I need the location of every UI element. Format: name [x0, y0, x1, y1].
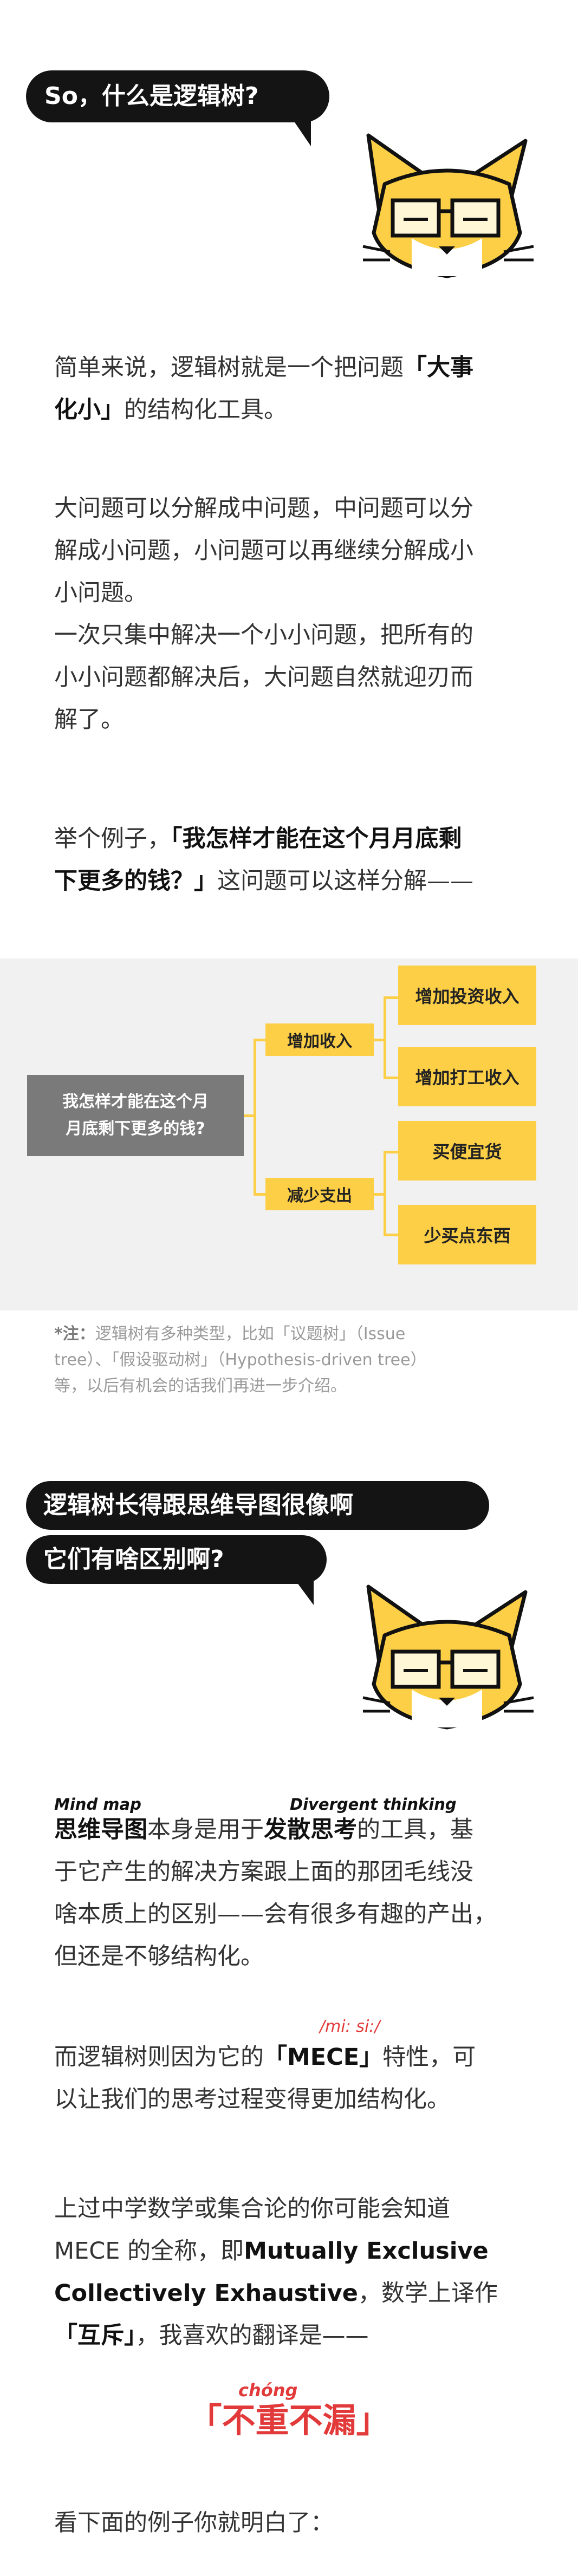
branch-reduce-expense: 减少支出 — [265, 1178, 374, 1210]
emphasis: 「我怎样才能在这个月月底剩 — [171, 825, 462, 852]
annotation-mind-map: Mind map — [54, 1795, 141, 1814]
connector — [244, 1114, 255, 1117]
emphasis: Collectively Exhaustive — [54, 2280, 358, 2307]
bubble-text: So，什么是逻辑树? — [44, 82, 259, 110]
closing-paragraph: 看下面的例子你就明白了： — [54, 2502, 531, 2544]
emphasis: 思维导图 — [54, 1816, 147, 1843]
emphasis: 「互斥」 — [54, 2322, 136, 2349]
example-paragraph: 举个例子，「我怎样才能在这个月月底剩 下更多的钱？」这问题可以这样分解—— — [54, 818, 531, 902]
connector — [254, 1039, 265, 1041]
text: 的工具，基 — [357, 1816, 473, 1843]
branch-label: 增加收入 — [287, 1032, 352, 1051]
note-line: 等，以后有机会的话我们再进一步介绍。 — [54, 1377, 347, 1395]
text: 这问题可以这样分解—— — [217, 868, 473, 895]
leaf-buy-cheap: 买便宜货 — [398, 1121, 536, 1181]
pronunciation-chong: chóng — [238, 2380, 297, 2401]
intro-paragraph: 简单来说，逻辑树就是一个把问题「大事 化小」的结构化工具。 — [54, 347, 531, 431]
leaf-label: 增加打工收入 — [415, 1067, 519, 1088]
mece-definition-paragraph: 上过中学数学或集合论的你可能会知道 MECE 的全称，即Mutually Exc… — [54, 2188, 531, 2357]
decompose-paragraph: 大问题可以分解成中问题，中问题可以分 解成小问题，小问题可以再继续分解成小 小问… — [54, 487, 531, 741]
connector — [254, 1193, 265, 1196]
text: 而逻辑树则因为它的 — [54, 2044, 264, 2071]
text: 上过中学数学或集合论的你可能会知道 — [54, 2195, 450, 2222]
bubble-tail — [295, 1580, 314, 1605]
logic-tree-diagram: 我怎样才能在这个月 月底剩下更多的钱? 增加收入 减少支出 增加投资收入 增加打… — [0, 958, 578, 1310]
bubble-text: 它们有啥区别啊? — [43, 1545, 224, 1573]
branch-label: 减少支出 — [287, 1186, 352, 1205]
connector — [384, 996, 398, 999]
connector — [384, 996, 386, 1079]
annotation-text: Divergent thinking — [290, 1795, 457, 1814]
connector — [384, 1077, 398, 1079]
emphasis: 下更多的钱？」 — [54, 868, 217, 895]
branch-increase-income: 增加收入 — [265, 1023, 374, 1056]
text: ，数学上译作 — [358, 2280, 498, 2307]
mind-map-paragraph: 思维导图本身是用于发散思考的工具，基 于它产生的解决方案跟上面的那团毛线没 啥本… — [54, 1809, 531, 1978]
leaf-label: 增加投资收入 — [415, 986, 519, 1007]
pron-text: chóng — [238, 2380, 298, 2401]
text: 解成小问题，小问题可以再继续分解成小 — [54, 537, 473, 564]
fox-mascot-icon — [362, 133, 534, 278]
text: 解了。 — [54, 706, 124, 733]
bubble-tail — [293, 119, 311, 146]
slogan-text: 「不重不漏」 — [188, 2401, 390, 2440]
text: 看下面的例子你就明白了： — [54, 2509, 334, 2536]
text: 的结构化工具。 — [124, 396, 287, 423]
leaf-label: 少买点东西 — [424, 1225, 511, 1246]
text: 特性，可 — [382, 2044, 476, 2071]
text: 本身是用于 — [147, 1816, 264, 1843]
slogan: 「不重不漏」 — [0, 2399, 578, 2442]
text: 简单来说，逻辑树就是一个把问题 — [54, 354, 404, 381]
connector — [374, 1039, 385, 1041]
text: 啥本质上的区别——会有很多有趣的产出， — [54, 1901, 497, 1928]
fox-mascot-icon — [362, 1584, 534, 1730]
text: 但还是不够结构化。 — [54, 1943, 264, 1970]
text: 于它产生的解决方案跟上面的那团毛线没 — [54, 1858, 473, 1886]
text: 举个例子， — [54, 825, 171, 852]
emphasis: 「大事 — [404, 354, 473, 381]
text: 小小问题都解决后，大问题自然就迎刃而 — [54, 664, 473, 691]
root-line: 我怎样才能在这个月 — [62, 1092, 209, 1111]
connector — [384, 1151, 398, 1153]
emphasis-red: 「MECE」 — [264, 2044, 383, 2071]
leaf-parttime-income: 增加打工收入 — [398, 1047, 536, 1106]
note-line: tree）、「假设驱动树」（Hypothesis-driven tree） — [54, 1351, 427, 1369]
text: MECE 的全称，即 — [54, 2238, 244, 2265]
text: 一次只集中解决一个小小问题，把所有的 — [54, 622, 473, 649]
tree-root-box: 我怎样才能在这个月 月底剩下更多的钱? — [27, 1075, 244, 1156]
speech-bubble-mind-map: 逻辑树长得跟思维导图很像啊 — [26, 1481, 489, 1530]
pronunciation-mece: /mi: si:/ — [320, 2017, 380, 2036]
connector — [374, 1193, 385, 1196]
note-line: 逻辑树有多种类型，比如「议题树」（Issue — [95, 1325, 406, 1344]
footnote: *注：逻辑树有多种类型，比如「议题树」（Issue tree）、「假设驱动树」（… — [54, 1321, 531, 1399]
emphasis: 化小」 — [54, 396, 124, 423]
leaf-label: 买便宜货 — [432, 1142, 502, 1162]
emphasis: Mutually Exclusive — [244, 2238, 489, 2265]
speech-bubble-what-is-logic-tree: So，什么是逻辑树? — [26, 70, 329, 122]
connector — [254, 1039, 256, 1196]
pron-text: /mi: si:/ — [320, 2017, 380, 2036]
annotation-text: Mind map — [54, 1795, 141, 1814]
root-line: 月底剩下更多的钱? — [66, 1119, 205, 1138]
bubble-text: 逻辑树长得跟思维导图很像啊 — [43, 1491, 353, 1519]
annotation-divergent-thinking: Divergent thinking — [290, 1795, 457, 1814]
text: ，我喜欢的翻译是—— — [135, 2322, 369, 2349]
emphasis: 发散思考 — [264, 1816, 357, 1843]
connector — [384, 1234, 398, 1236]
leaf-buy-less: 少买点东西 — [398, 1205, 536, 1264]
text: 小问题。 — [54, 579, 147, 606]
text: 大问题可以分解成中问题，中问题可以分 — [54, 495, 473, 522]
mece-paragraph: 而逻辑树则因为它的「MECE」特性，可 以让我们的思考过程变得更加结构化。 — [54, 2036, 531, 2121]
speech-bubble-difference: 它们有啥区别啊? — [26, 1535, 327, 1584]
connector — [384, 1151, 386, 1236]
leaf-investment-income: 增加投资收入 — [398, 966, 536, 1025]
text: 以让我们的思考过程变得更加结构化。 — [54, 2086, 450, 2113]
note-label: *注： — [54, 1325, 95, 1344]
